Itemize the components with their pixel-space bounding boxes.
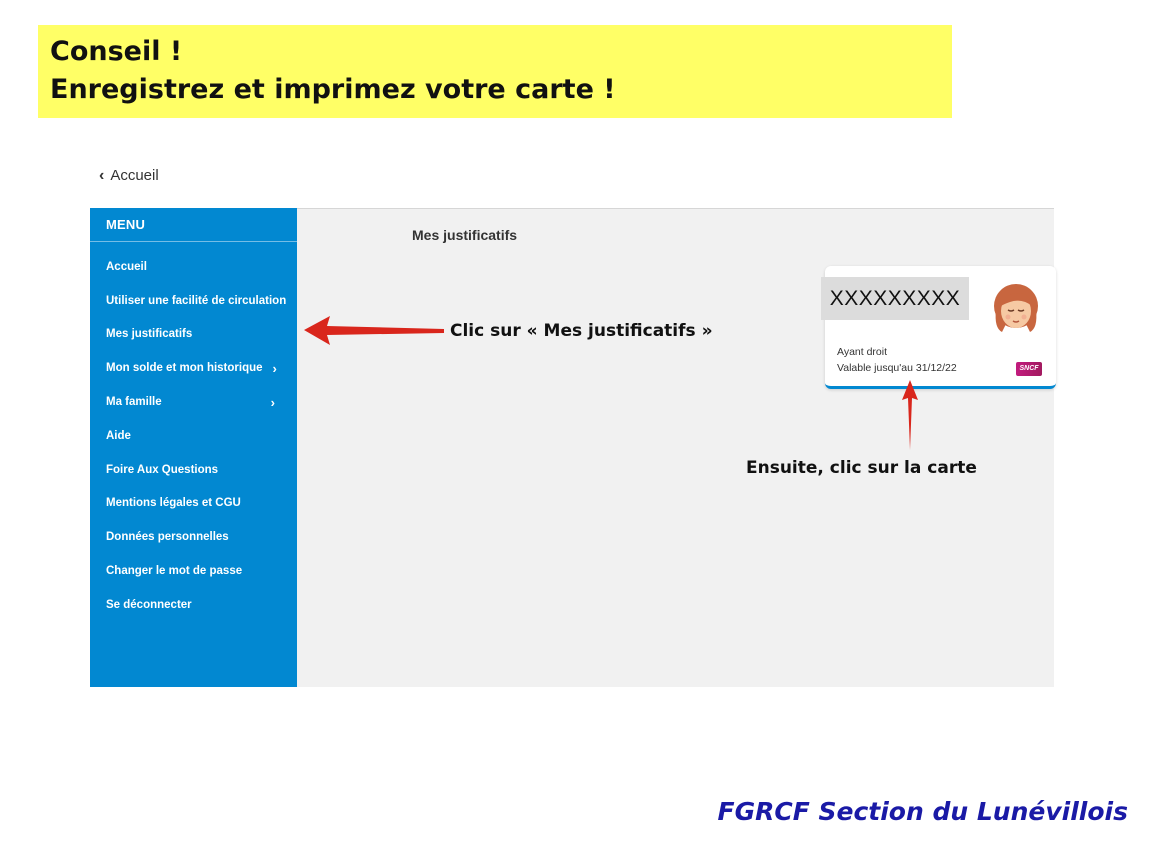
sidebar-item-label: Mon solde et mon historique — [106, 362, 263, 375]
sidebar-item-se-deconnecter[interactable]: Se déconnecter — [90, 588, 297, 622]
tip-banner: Conseil ! Enregistrez et imprimez votre … — [38, 25, 952, 118]
sidebar-item-label: Aide — [106, 429, 131, 442]
annotation-click-menu: Clic sur « Mes justificatifs » — [450, 321, 713, 341]
sidebar-item-label: Mes justificatifs — [106, 328, 193, 341]
back-link[interactable]: ‹ Accueil — [99, 167, 159, 184]
sidebar-item-label: Se déconnecter — [106, 598, 192, 611]
app-window: MENU Accueil Utiliser une facilité de ci… — [90, 208, 1056, 687]
sidebar-item-mes-justificatifs[interactable]: Mes justificatifs — [90, 318, 297, 352]
sidebar-item-utiliser-facilite[interactable]: Utiliser une facilité de circulation — [90, 284, 297, 318]
chevron-right-icon: › — [270, 394, 275, 410]
sidebar-item-faq[interactable]: Foire Aux Questions — [90, 453, 297, 487]
sidebar-item-label: Changer le mot de passe — [106, 565, 243, 578]
main-content: Mes justificatifs XXXXXXXXX Ayant droit … — [297, 208, 1056, 687]
sidebar-item-accueil[interactable]: Accueil — [90, 250, 297, 284]
sidebar-item-aide[interactable]: Aide — [90, 419, 297, 453]
sidebar-item-label: Foire Aux Questions — [106, 463, 219, 476]
user-avatar-icon — [994, 284, 1038, 332]
card-validity: Valable jusqu'au 31/12/22 — [837, 362, 957, 374]
justificatif-card[interactable]: XXXXXXXXX Ayant droit Valable jusqu'au 3… — [821, 266, 1056, 389]
menu-list: Accueil Utiliser une facilité de circula… — [90, 242, 297, 622]
footer-signature: FGRCF Section du Lunévillois — [717, 797, 1128, 826]
sidebar-item-donnees-personnelles[interactable]: Données personnelles — [90, 520, 297, 554]
sidebar-item-label: Utiliser une facilité de circulation — [106, 294, 287, 307]
annotation-click-card: Ensuite, clic sur la carte — [746, 458, 977, 478]
sncf-logo: SNCF — [1016, 362, 1042, 376]
sidebar-item-label: Accueil — [106, 260, 147, 273]
menu-header: MENU — [90, 208, 297, 242]
sidebar: MENU Accueil Utiliser une facilité de ci… — [90, 208, 297, 687]
tip-message: Enregistrez et imprimez votre carte ! — [50, 74, 616, 105]
card-role: Ayant droit — [837, 346, 888, 358]
sidebar-item-mon-solde[interactable]: Mon solde et mon historique › — [90, 351, 297, 385]
sidebar-item-label: Mentions légales et CGU — [106, 497, 241, 510]
page-title: Mes justificatifs — [412, 227, 518, 243]
sidebar-item-mentions-legales[interactable]: Mentions légales et CGU — [90, 487, 297, 521]
chevron-left-icon: ‹ — [99, 166, 105, 184]
back-link-label: Accueil — [110, 167, 159, 184]
sidebar-item-changer-mot-de-passe[interactable]: Changer le mot de passe — [90, 554, 297, 588]
chevron-right-icon: › — [272, 360, 277, 376]
sidebar-item-ma-famille[interactable]: Ma famille › — [90, 385, 297, 419]
card-holder-name: XXXXXXXXX — [821, 277, 969, 320]
sidebar-item-label: Données personnelles — [106, 531, 229, 544]
tip-title: Conseil ! — [50, 36, 183, 67]
sidebar-item-label: Ma famille — [106, 396, 162, 409]
